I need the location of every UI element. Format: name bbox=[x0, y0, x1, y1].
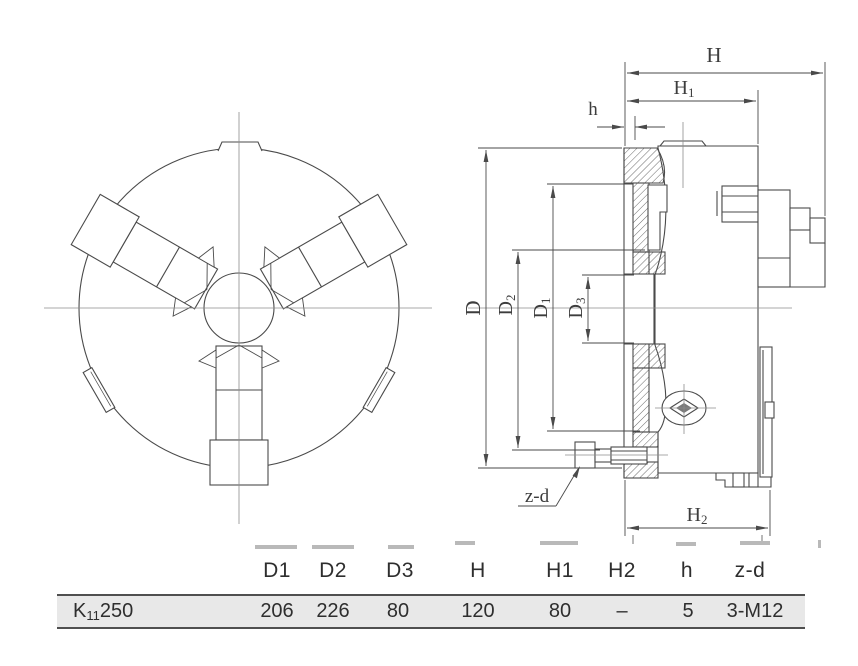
rear-jaw bbox=[716, 185, 826, 288]
table-header-D1: D1 bbox=[263, 559, 291, 582]
front-view-centerlines bbox=[44, 112, 432, 524]
label-H: H bbox=[706, 43, 721, 67]
flange-section bbox=[623, 147, 668, 479]
dimension-labels: H H1 h H2 D D2 D1 D3 z-d bbox=[461, 43, 722, 527]
table-value-D2: 226 bbox=[316, 600, 350, 622]
label-h: h bbox=[588, 99, 598, 120]
label-D1: D1 bbox=[530, 298, 553, 319]
jaw-upper-right bbox=[259, 193, 408, 317]
table-value-H1: 80 bbox=[548, 600, 572, 622]
label-D: D bbox=[461, 300, 485, 315]
table-header-D3: D3 bbox=[386, 559, 414, 582]
model-number: K11250 bbox=[73, 600, 134, 623]
table-value-zd: 3-M12 bbox=[726, 600, 784, 622]
table-header-H1: H1 bbox=[546, 559, 574, 582]
label-H1: H1 bbox=[674, 77, 695, 100]
table-value-H: 120 bbox=[461, 600, 495, 622]
table-header-H2: H2 bbox=[608, 559, 636, 582]
side-view bbox=[468, 122, 826, 488]
label-zd: z-d bbox=[525, 486, 550, 507]
rear-guide-strip bbox=[759, 346, 775, 478]
label-D3: D3 bbox=[565, 298, 588, 319]
jaw-upper-left bbox=[70, 193, 219, 317]
dimensions bbox=[478, 62, 826, 536]
label-H2: H2 bbox=[687, 504, 708, 527]
table-value-D1: 206 bbox=[260, 600, 294, 622]
table-value-h: 5 bbox=[682, 600, 694, 622]
label-D2: D2 bbox=[495, 295, 518, 316]
bottom-feet bbox=[715, 472, 772, 488]
table-value-D3: 80 bbox=[386, 600, 410, 622]
table-header-D2: D2 bbox=[319, 559, 347, 582]
table-header-h: h bbox=[680, 559, 694, 582]
mounting-bolt bbox=[574, 441, 648, 469]
side-view-centerlines bbox=[468, 122, 792, 456]
table-row-band bbox=[57, 594, 805, 629]
front-view bbox=[44, 112, 432, 524]
table-header-zd: z-d bbox=[734, 559, 766, 582]
right-edge-tab bbox=[362, 366, 396, 414]
top-tab bbox=[217, 141, 263, 152]
table-header-H: H bbox=[470, 559, 486, 582]
left-edge-tab bbox=[82, 366, 116, 414]
table-value-H2: – bbox=[616, 600, 628, 622]
